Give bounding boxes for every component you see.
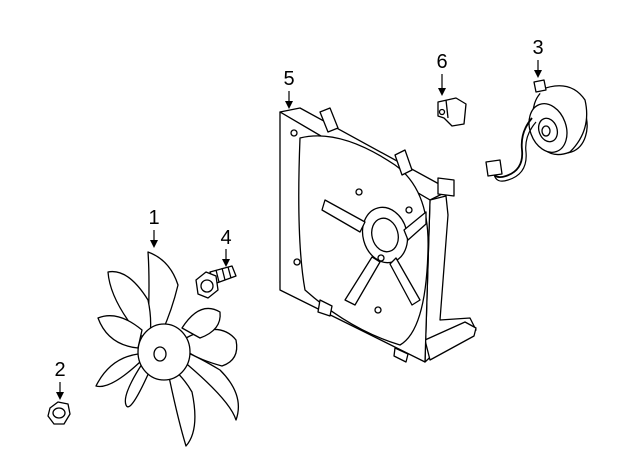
nut-part	[48, 402, 70, 424]
callout-5: 5	[283, 68, 295, 90]
fan-shroud-part	[280, 108, 476, 362]
callout-6: 6	[436, 51, 448, 73]
callout-4: 4	[220, 227, 232, 249]
fan-motor-part	[486, 79, 596, 181]
leader-lines	[56, 60, 542, 400]
bolt-part	[196, 266, 236, 298]
callout-1: 1	[148, 207, 160, 229]
callout-3: 3	[532, 37, 544, 59]
clip-part	[438, 98, 466, 126]
callout-2: 2	[54, 359, 66, 381]
fan-blade-part	[96, 252, 238, 446]
